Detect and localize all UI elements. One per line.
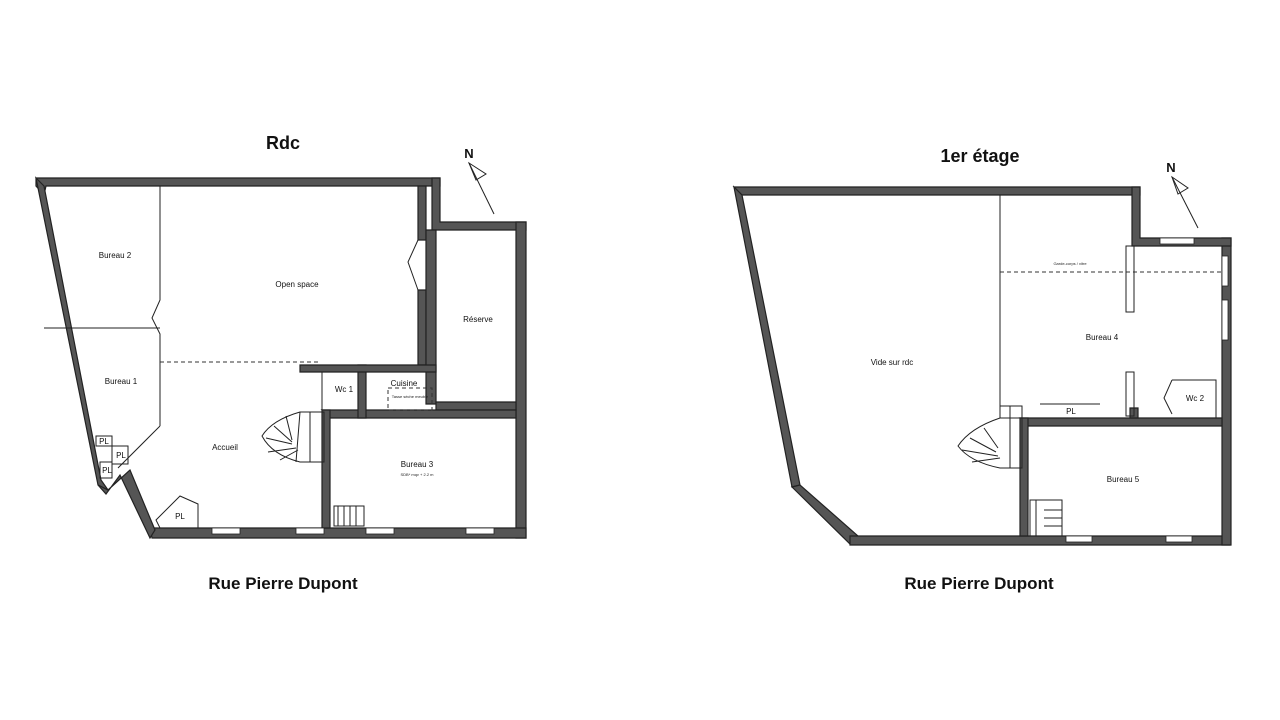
room-label-wc2: Wc 2 (1186, 394, 1205, 403)
outer-wall-diag (790, 484, 859, 545)
wall-reserve-left (425, 229, 437, 405)
window (465, 527, 495, 535)
pillar (1125, 371, 1135, 417)
wall-bureau3-left (321, 409, 331, 529)
window (1221, 299, 1229, 341)
plan-title-rdc: Rdc (266, 133, 300, 153)
street-label-rdc: Rue Pierre Dupont (208, 574, 358, 593)
plan-1er-etage: 1er étage Vi (732, 146, 1232, 593)
partition-accueil (117, 425, 161, 469)
outer-wall-top (732, 186, 1141, 196)
room-label-cuisine: Cuisine (391, 379, 418, 388)
shaft-pl (99, 461, 113, 479)
partition-bureau2 (44, 186, 161, 426)
kitchen-counter (387, 387, 433, 411)
north-arrow-icon: N (464, 146, 495, 215)
plan-rdc: Rdc (35, 133, 527, 593)
staircase-small (1029, 499, 1063, 537)
shaft-pl (155, 495, 199, 529)
shaft-label-pl: PL (102, 466, 112, 475)
window (1221, 255, 1229, 287)
wc1-partition (314, 371, 323, 410)
wall-bureau3-top (320, 409, 517, 419)
wall-reserve-bottom (435, 401, 517, 411)
room-label-open-space: Open space (275, 280, 319, 289)
window (365, 527, 395, 535)
room-label-wc1: Wc 1 (335, 385, 354, 394)
wall-open-space-right (417, 185, 427, 366)
shaft-label-pl: PL (116, 451, 126, 460)
shaft-label-pl: PL (1066, 407, 1076, 416)
room-label-bureau3: Bureau 3 (401, 460, 434, 469)
staircase-small (333, 505, 365, 527)
room-label-reserve: Réserve (463, 315, 493, 324)
window (295, 527, 325, 535)
room-label-bureau2: Bureau 2 (99, 251, 132, 260)
wall-wc-kitchen (357, 364, 367, 419)
north-arrow-icon: N (1166, 160, 1199, 229)
door-swing-open (407, 239, 419, 291)
wall-bureau5-top (1018, 417, 1223, 427)
svg-text:N: N (464, 146, 473, 161)
wall-stair-top (299, 364, 437, 373)
staircase (957, 405, 1023, 469)
staircase (261, 411, 325, 463)
outer-wall-right (515, 221, 527, 539)
outer-wall-left (35, 176, 109, 491)
window (211, 527, 241, 535)
room-label-bureau1: Bureau 1 (105, 377, 138, 386)
window (1165, 535, 1193, 543)
room-label-accueil: Accueil (212, 443, 238, 452)
kitchen-note: Tasse sèche meuble (392, 394, 429, 399)
window (1065, 535, 1093, 543)
railing-note: Garde-corps / vitre (1053, 261, 1087, 266)
bureau3-note: SDB* mqv + 2.2 m (400, 472, 434, 477)
room-label-bureau5: Bureau 5 (1107, 475, 1140, 484)
outer-wall-topright (431, 177, 527, 231)
shaft-label-pl: PL (175, 512, 185, 521)
outer-wall-angle (97, 468, 156, 540)
svg-text:N: N (1166, 160, 1175, 175)
outer-wall-left (733, 185, 801, 488)
pillar (1125, 245, 1135, 313)
outer-wall (35, 177, 441, 197)
plan-title-1er-etage: 1er étage (940, 146, 1019, 166)
street-label-1er-etage: Rue Pierre Dupont (904, 574, 1054, 593)
room-label-vide: Vide sur rdc (871, 358, 914, 367)
shaft-label-pl: PL (99, 437, 109, 446)
partition-mezzanine (999, 195, 1130, 419)
window (1159, 237, 1195, 245)
shaft-pl (111, 445, 129, 465)
wc2-partition (1163, 379, 1217, 418)
wall-bureau5-left (1019, 417, 1029, 537)
room-label-bureau4: Bureau 4 (1086, 333, 1119, 342)
